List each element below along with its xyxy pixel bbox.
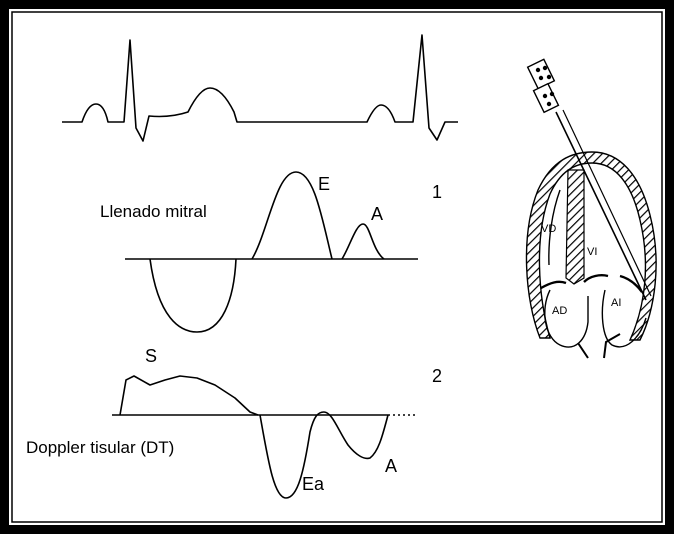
heart-label-ai: AI [611,297,621,309]
heart-septum [566,170,584,284]
wave-ea-label: Ea [302,474,325,494]
wave-a-mitral-label: A [371,204,383,224]
wave-s-label: S [145,346,157,366]
heart-label-ad: AD [552,305,567,317]
trace-1-label: 1 [432,182,442,202]
tissue-doppler-label: Doppler tisular (DT) [26,438,174,457]
heart-label-vd: VD [541,223,556,235]
mitral-filling-label: Llenado mitral [100,202,207,221]
heart-label-vi: VI [587,246,597,258]
wave-a-tissue-label: A [385,456,397,476]
trace-2-label: 2 [432,366,442,386]
wave-e-label: E [318,174,330,194]
